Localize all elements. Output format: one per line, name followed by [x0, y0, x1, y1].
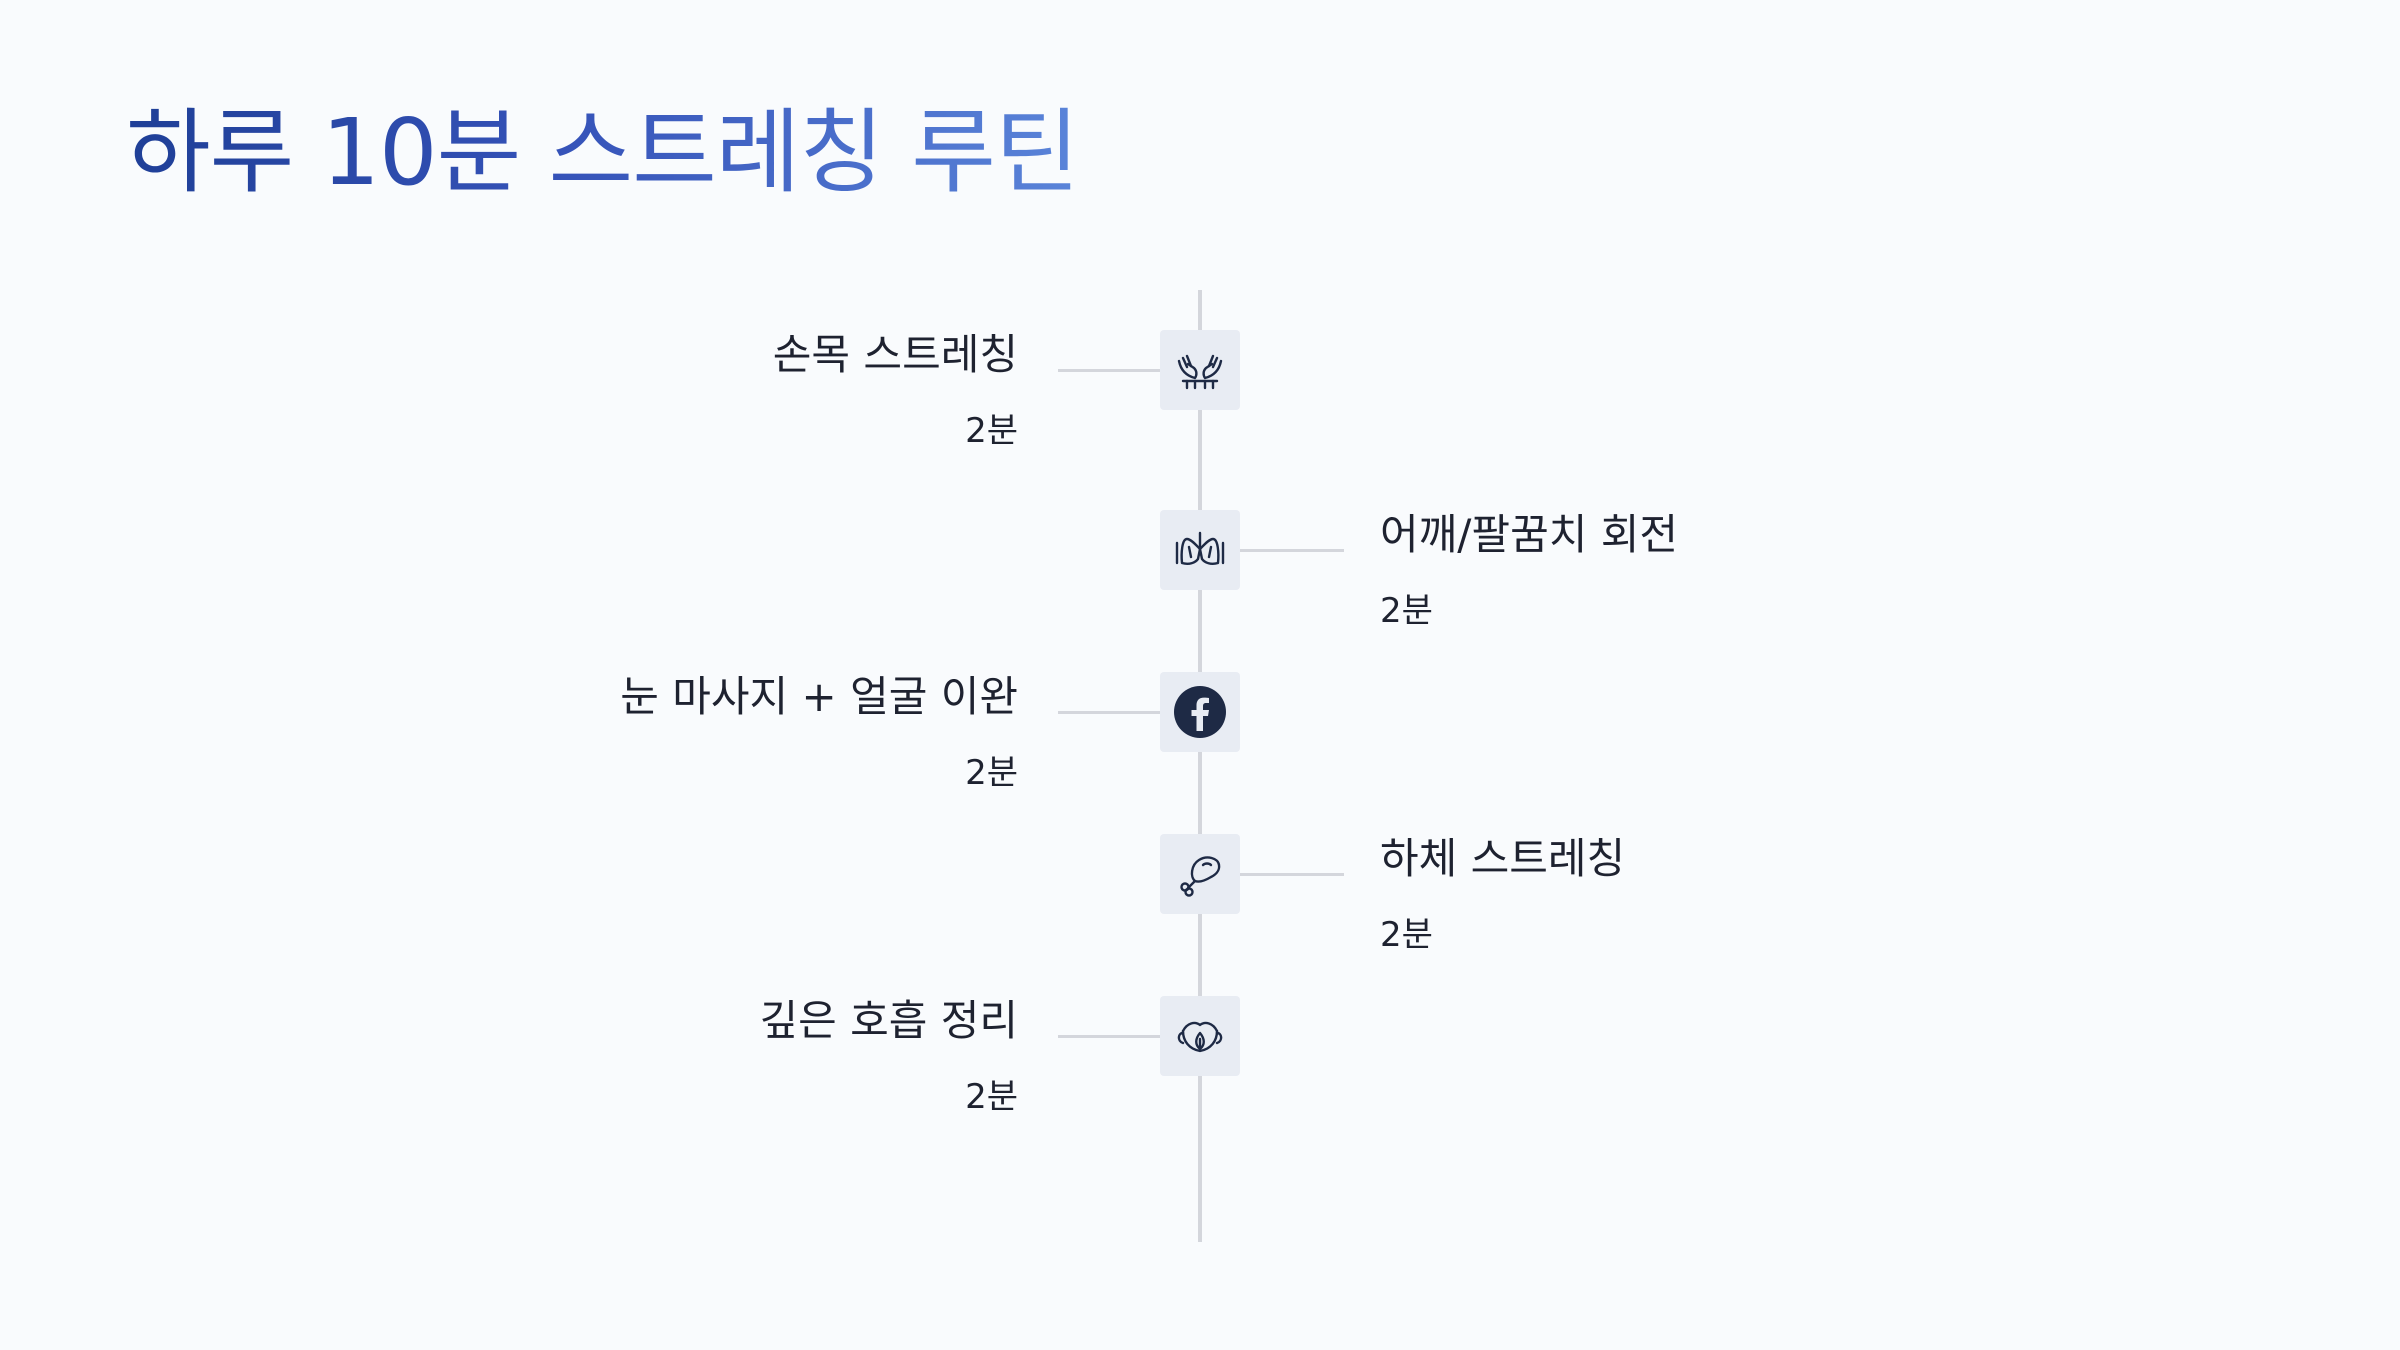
timeline-node-2 [1160, 510, 1240, 590]
connector-1 [1058, 369, 1160, 372]
drumstick-icon [1180, 856, 1221, 897]
page-title: 하루 10분 스트레칭 루틴 [126, 99, 1080, 206]
step-label-1: 손목 스트레칭 [772, 330, 1018, 379]
step-label-5: 깊은 호흡 정리 [759, 996, 1018, 1045]
step-label-4: 하체 스트레칭 [1380, 834, 1626, 883]
step-label-2: 어깨/팔꿈치 회전 [1380, 510, 1678, 559]
timeline-node-1 [1160, 330, 1240, 410]
step-duration-3: 2분 [965, 753, 1018, 793]
step-label-3: 눈 마사지 + 얼굴 이완 [620, 672, 1018, 721]
step-duration-2: 2분 [1380, 591, 1433, 631]
timeline-node-5 [1160, 996, 1240, 1076]
timeline-node-4 [1160, 834, 1240, 914]
timeline-spine [1198, 290, 1202, 1242]
step-duration-4: 2분 [1380, 915, 1433, 955]
connector-4 [1240, 873, 1344, 876]
connector-5 [1058, 1035, 1160, 1038]
lungs-icon [1175, 531, 1225, 565]
connector-2 [1240, 549, 1344, 552]
hands-icon [1177, 354, 1223, 390]
step-duration-1: 2분 [965, 411, 1018, 451]
timeline-node-3 [1160, 672, 1240, 752]
connector-3 [1058, 711, 1160, 714]
step-duration-5: 2분 [965, 1077, 1018, 1117]
facebook-icon [1174, 686, 1226, 738]
mask-icon [1177, 1021, 1223, 1053]
